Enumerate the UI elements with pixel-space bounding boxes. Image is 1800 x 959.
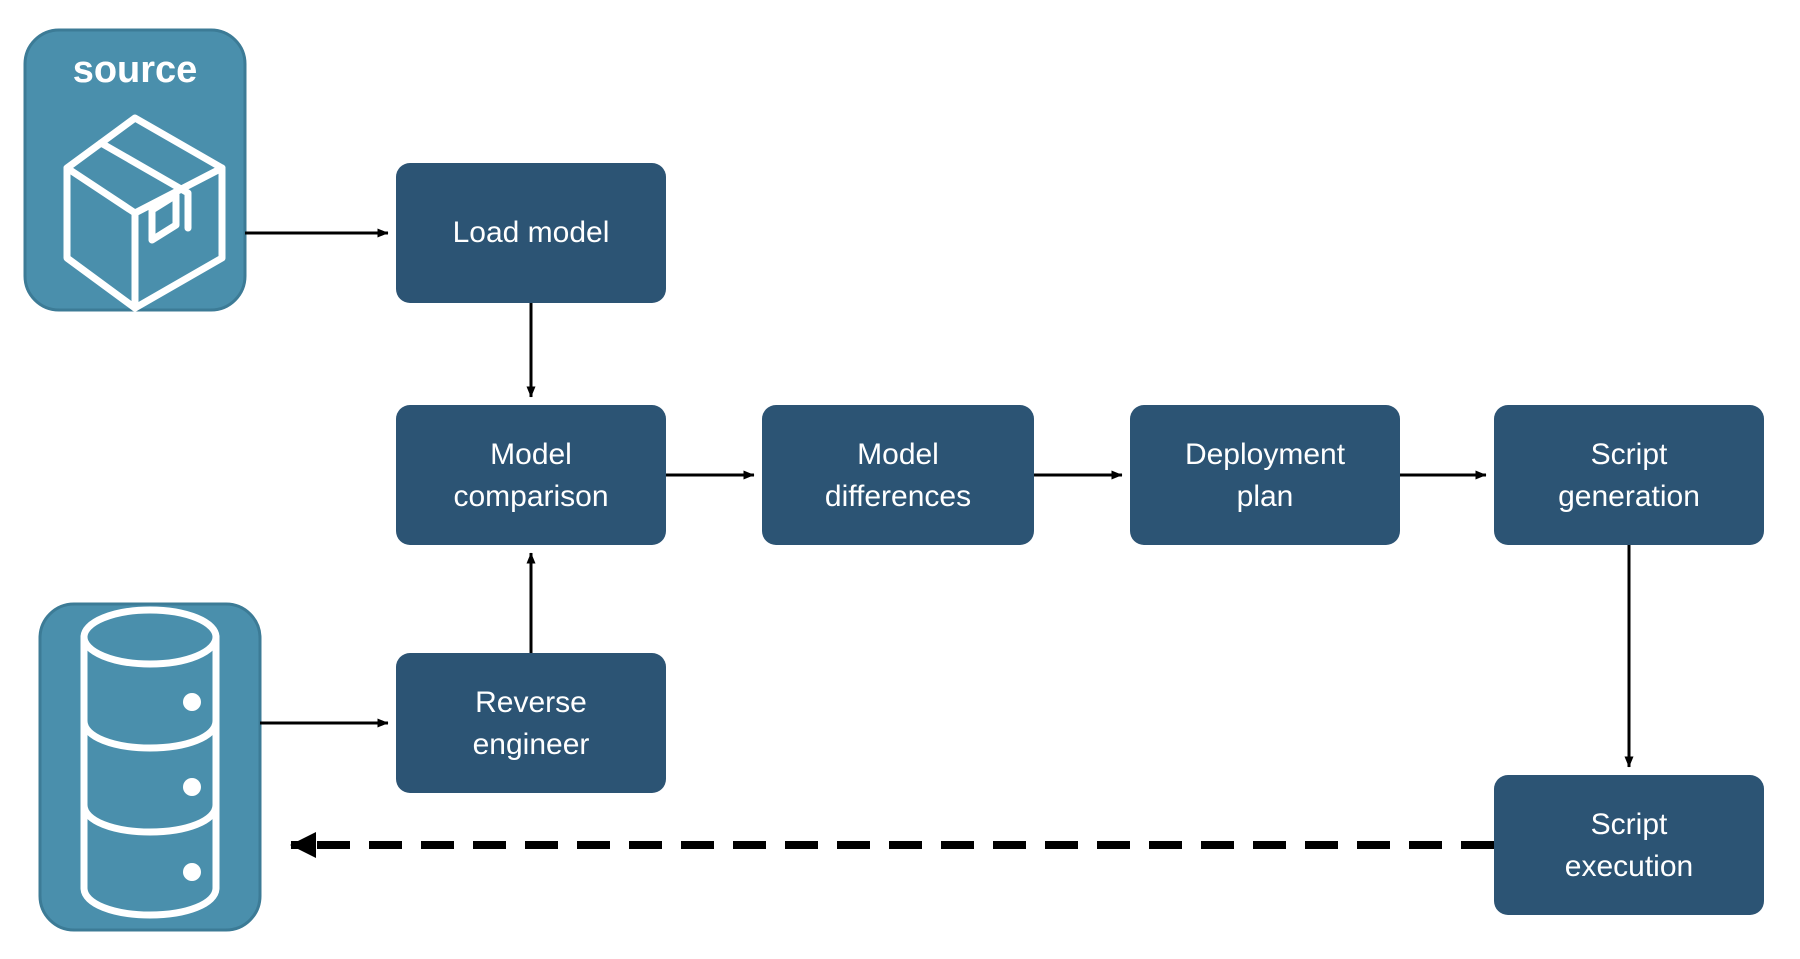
model-differences-background	[762, 405, 1034, 545]
process-node-load-model[interactable]: Load model	[396, 163, 666, 303]
reverse-engineer-label-line1: Reverse	[475, 686, 587, 719]
script-generation-background	[1494, 405, 1764, 545]
deployment-plan-label-line2: plan	[1237, 480, 1294, 513]
deployment-plan-label-line1: Deployment	[1185, 438, 1346, 471]
model-comparison-label-line2: comparison	[453, 480, 608, 513]
process-node-deployment-plan[interactable]: Deployment plan	[1130, 405, 1400, 545]
script-execution-background	[1494, 775, 1764, 915]
model-comparison-label-line1: Model	[490, 438, 572, 471]
process-node-model-comparison[interactable]: Model comparison	[396, 405, 666, 545]
database-cylinder-icon	[80, 606, 220, 919]
reverse-engineer-background	[396, 653, 666, 793]
load-model-background	[396, 163, 666, 303]
model-differences-label-line2: differences	[825, 480, 971, 513]
script-execution-label-line1: Script	[1591, 808, 1668, 841]
model-differences-label-line1: Model	[857, 438, 939, 471]
load-model-label-line1: Load model	[453, 216, 610, 249]
script-generation-label-line1: Script	[1591, 438, 1668, 471]
source-node-label: source	[73, 49, 198, 91]
endpoint-node-source[interactable]: source	[23, 28, 247, 312]
process-node-reverse-engineer[interactable]: Reverse engineer	[396, 653, 666, 793]
process-node-script-execution[interactable]: Script execution	[1494, 775, 1764, 915]
deployment-plan-background	[1130, 405, 1400, 545]
process-node-model-differences[interactable]: Model differences	[762, 405, 1034, 545]
package-box-icon	[63, 114, 226, 312]
process-node-script-generation[interactable]: Script generation	[1494, 405, 1764, 545]
reverse-engineer-label-line2: engineer	[473, 728, 590, 761]
script-generation-label-line2: generation	[1558, 480, 1700, 513]
endpoint-node-target[interactable]: target	[38, 549, 262, 932]
script-execution-label-line2: execution	[1565, 850, 1693, 883]
target-node-label: target	[97, 549, 203, 591]
target-node-background	[38, 602, 262, 932]
model-comparison-background	[396, 405, 666, 545]
